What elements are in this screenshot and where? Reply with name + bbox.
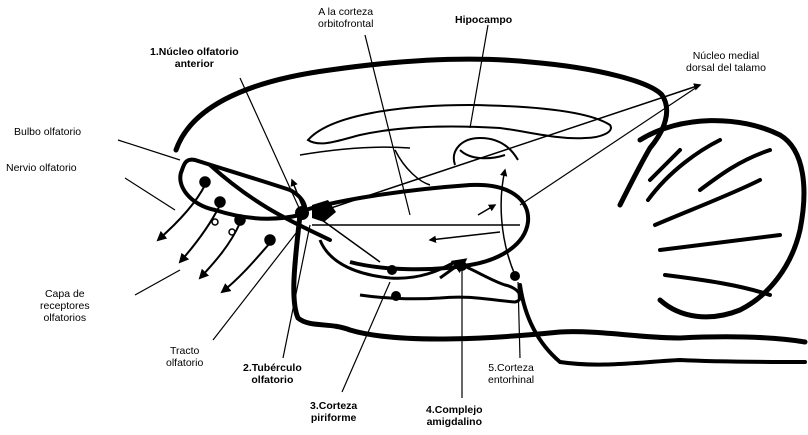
brainstem-outline — [294, 215, 805, 342]
label-receptor-layer-line3: olfatorios — [40, 312, 90, 324]
cerebellum-outline — [640, 121, 804, 317]
label-orbitofrontal-line2: orbitofrontal — [318, 18, 373, 30]
label-piriform-cortex-line1: 3.Corteza — [310, 400, 357, 412]
label-thalamus-line1: Núcleo medial — [686, 50, 766, 62]
label-entorhinal-cortex: 5.Corteza entorhinal — [488, 362, 534, 386]
leader-lines — [118, 25, 700, 398]
label-olfactory-bulb: Bulbo olfatorio — [14, 126, 81, 138]
cortex-outline — [176, 59, 667, 205]
cortex-ventral-outline — [210, 165, 330, 240]
anterior-nucleus-dot — [295, 206, 309, 220]
label-entorhinal-cortex-line2: entorhinal — [488, 374, 534, 386]
ventricle-line — [395, 150, 430, 185]
label-olfactory-nerve: Nervio olfatorio — [6, 162, 77, 174]
cerebellum-folia — [648, 140, 780, 295]
label-hippocampus: Hipocampo — [455, 14, 512, 26]
label-receptor-layer-line1: Capa de — [40, 288, 90, 300]
temporal-lobe-outline — [305, 185, 528, 269]
label-amygdala-line1: 4.Complejo — [426, 404, 483, 416]
label-anterior-nucleus: 1.Núcleo olfatorio anterior — [150, 46, 239, 70]
label-olfactory-tract: Tracto olfatorio — [166, 345, 203, 369]
label-amygdala-line2: amigdalino — [426, 416, 483, 428]
pathway-lines — [292, 85, 700, 275]
label-olfactory-tract-line1: Tracto — [166, 345, 203, 357]
label-orbitofrontal: A la corteza orbitofrontal — [318, 6, 373, 30]
corpus-callosum — [308, 105, 611, 143]
label-anterior-nucleus-line1: 1.Núcleo olfatorio — [150, 46, 239, 58]
label-olfactory-tubercle-line1: 2.Tubérculo — [243, 362, 302, 374]
hippocampus-shape — [454, 138, 518, 165]
label-olfactory-tubercle: 2.Tubérculo olfatorio — [243, 362, 302, 386]
label-amygdala: 4.Complejo amigdalino — [426, 404, 483, 428]
label-thalamus-line2: dorsal del talamo — [686, 62, 766, 74]
label-anterior-nucleus-line2: anterior — [150, 58, 239, 70]
label-receptor-layer-line2: receptores — [40, 300, 90, 312]
label-olfactory-tubercle-line2: olfatorio — [243, 374, 302, 386]
label-entorhinal-cortex-line1: 5.Corteza — [488, 362, 534, 374]
label-piriform-cortex: 3.Corteza piriforme — [310, 400, 357, 424]
label-thalamus: Núcleo medial dorsal del talamo — [686, 50, 766, 74]
label-piriform-cortex-line2: piriforme — [310, 412, 357, 424]
label-orbitofrontal-line1: A la corteza — [318, 6, 373, 18]
label-olfactory-tract-line2: olfatorio — [166, 357, 203, 369]
label-receptor-layer: Capa de receptores olfatorios — [40, 288, 90, 324]
